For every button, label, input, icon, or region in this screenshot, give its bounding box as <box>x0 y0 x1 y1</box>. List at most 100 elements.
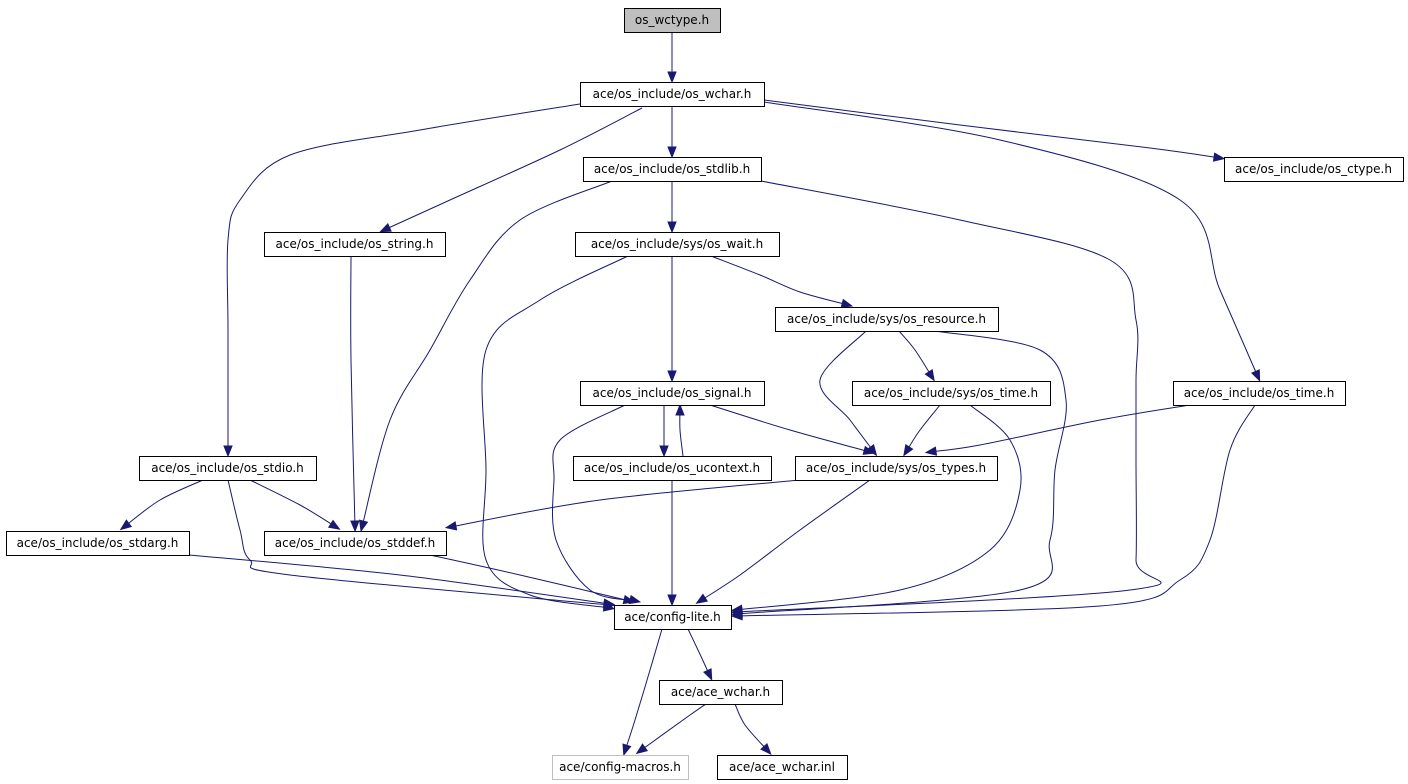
node-label: ace/ace_wchar.inl <box>729 760 835 774</box>
node-label: ace/os_include/os_signal.h <box>593 386 752 400</box>
edge-signal-to-types <box>709 404 876 455</box>
node-resource[interactable]: ace/os_include/sys/os_resource.h <box>775 307 999 332</box>
node-label: ace/ace_wchar.h <box>671 685 770 699</box>
arrowhead-icon <box>695 593 709 604</box>
node-label: ace/os_include/sys/os_resource.h <box>787 312 986 326</box>
node-box <box>552 755 689 780</box>
node-label: ace/os_include/os_time.h <box>1184 386 1335 400</box>
node-box <box>6 531 190 556</box>
edge-line <box>763 99 1221 159</box>
arrowhead-icon <box>659 445 669 458</box>
node-label: ace/os_include/os_stddef.h <box>275 536 435 550</box>
edge-line <box>481 255 629 609</box>
edge-line <box>449 479 801 528</box>
node-wchar[interactable]: ace/os_include/os_wchar.h <box>580 82 765 107</box>
edge-signal-to-ucontext <box>659 405 669 458</box>
edge-types-to-configlite <box>695 479 871 604</box>
edge-wctype-to-wchar <box>667 32 677 84</box>
node-time[interactable]: ace/os_include/os_time.h <box>1173 381 1346 406</box>
edge-time-to-types <box>924 404 1191 456</box>
node-wcharinl[interactable]: ace/ace_wchar.inl <box>717 755 848 780</box>
node-stdlib[interactable]: ace/os_include/os_stdlib.h <box>583 157 762 182</box>
node-ucontext[interactable]: ace/os_include/os_ucontext.h <box>573 456 772 481</box>
edge-line <box>734 703 769 752</box>
edge-line <box>735 330 1067 615</box>
edge-line <box>709 404 871 453</box>
edge-ucontext-to-configlite <box>667 480 677 607</box>
arrowhead-icon <box>444 521 458 531</box>
edge-resource-to-systime <box>898 330 935 382</box>
node-box <box>139 456 317 481</box>
node-label: ace/os_include/os_stdarg.h <box>17 536 179 550</box>
arrowhead-icon <box>924 446 938 456</box>
edge-line <box>639 703 707 752</box>
arrowhead-icon <box>602 598 616 608</box>
node-box <box>583 157 762 182</box>
node-box <box>614 605 732 630</box>
edge-wchar-to-time <box>763 101 1261 382</box>
node-macros: ace/config-macros.h <box>552 755 689 780</box>
edge-line <box>699 479 871 602</box>
node-stdarg[interactable]: ace/os_include/os_stdarg.h <box>6 531 190 556</box>
node-box <box>264 531 447 556</box>
edge-line <box>551 404 637 602</box>
node-types[interactable]: ace/os_include/sys/os_types.h <box>795 456 998 481</box>
node-configlite[interactable]: ace/config-lite.h <box>614 605 732 630</box>
node-acewchar[interactable]: ace/ace_wchar.h <box>659 680 783 705</box>
node-label: ace/os_include/os_stdlib.h <box>594 162 750 176</box>
node-wctype[interactable]: os_wctype.h <box>624 8 721 33</box>
edge-systime-to-configlite <box>730 404 1022 614</box>
edge-line <box>819 330 875 453</box>
node-wait[interactable]: ace/os_include/sys/os_wait.h <box>575 232 780 257</box>
edge-types-to-stddef <box>444 479 801 531</box>
edge-ucontext-to-signal <box>675 403 685 457</box>
node-box <box>624 8 721 33</box>
edge-line <box>763 101 1259 378</box>
edge-line <box>123 479 204 528</box>
node-label: ace/config-lite.h <box>624 610 721 624</box>
node-label: ace/os_include/sys/os_time.h <box>864 386 1038 400</box>
node-box <box>775 307 999 332</box>
edge-wait-to-signal <box>667 256 677 383</box>
edge-line <box>350 255 356 528</box>
node-label: ace/os_include/os_ucontext.h <box>584 461 760 475</box>
node-box <box>852 381 1051 406</box>
edge-line <box>624 628 663 752</box>
edge-line <box>188 554 611 605</box>
arrowhead-icon <box>675 403 685 416</box>
node-stddef[interactable]: ace/os_include/os_stddef.h <box>264 531 447 556</box>
edge-line <box>679 408 684 457</box>
arrowhead-icon <box>760 743 772 756</box>
node-systime[interactable]: ace/os_include/sys/os_time.h <box>852 381 1051 406</box>
edge-acewchar-to-macros <box>635 703 707 755</box>
arrowhead-icon <box>840 298 854 308</box>
edge-configlite-to-acewchar <box>687 628 713 681</box>
edge-line <box>898 330 933 378</box>
node-label: ace/os_include/sys/os_wait.h <box>591 237 763 251</box>
edge-wait-to-configlite <box>481 255 629 612</box>
arrowhead-icon <box>359 519 369 533</box>
node-box <box>659 680 783 705</box>
node-signal[interactable]: ace/os_include/os_signal.h <box>580 381 765 406</box>
edge-stdlib-to-wait <box>667 181 677 234</box>
edge-configlite-to-macros <box>622 628 663 757</box>
edges-layer <box>119 32 1261 757</box>
edge-acewchar-to-wcharinl <box>734 703 772 756</box>
arrowhead-icon <box>327 519 341 530</box>
node-label: os_wctype.h <box>635 13 709 27</box>
node-string[interactable]: ace/os_include/os_string.h <box>264 232 446 257</box>
edge-wchar-to-stdio <box>223 103 581 458</box>
node-ctype[interactable]: ace/os_include/os_ctype.h <box>1224 157 1404 182</box>
node-label: ace/os_include/os_string.h <box>276 237 434 251</box>
edge-wait-to-resource <box>710 255 854 308</box>
edge-line <box>735 404 1022 611</box>
node-box <box>264 232 446 257</box>
edge-line <box>735 180 1162 613</box>
edge-line <box>429 554 631 602</box>
node-box <box>717 755 848 780</box>
arrowhead-icon <box>924 368 935 382</box>
node-box <box>580 82 765 107</box>
node-box <box>580 381 765 406</box>
node-stdio[interactable]: ace/os_include/os_stdio.h <box>139 456 317 481</box>
arrowhead-icon <box>1212 152 1226 162</box>
